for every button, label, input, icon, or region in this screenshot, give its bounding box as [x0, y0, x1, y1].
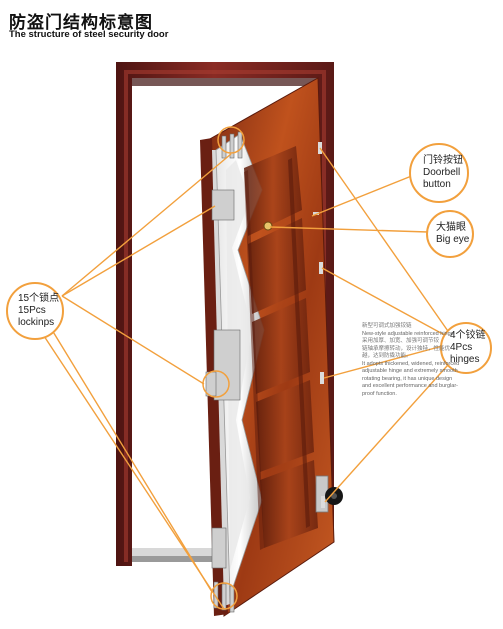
callout-big-eye: 大猫眼 Big eye: [426, 210, 474, 258]
note-line-4: 链轴承摩擦转动，设计独特，性能优: [362, 345, 451, 352]
note-line-8: rotating bearing, it has unique design: [362, 375, 453, 382]
note-line-7: adjustable hinge and extremely smooth: [362, 368, 458, 374]
callout-hinges: 4个铰链 4Pcs hinges: [440, 322, 492, 374]
callout-big-eye-en: Big eye: [436, 234, 470, 245]
note-line-2: New-style adjustable reinforced hinge: [362, 330, 454, 337]
note-line-3: 采用加厚、加宽、加强可调节铰: [362, 338, 440, 344]
callout-lock-points-en1: 15Pcs: [18, 305, 46, 316]
callout-doorbell-en1: Doorbell: [423, 167, 461, 178]
callout-hinges-en2: hinges: [450, 354, 480, 365]
note-line-5: 越，达到防撬功能。: [362, 353, 412, 359]
callout-doorbell: 门铃按钮 Doorbell button: [409, 143, 469, 203]
lock-mechanism: [205, 131, 243, 613]
callout-doorbell-cn: 门铃按钮: [423, 155, 463, 166]
page-title: 防盗门结构标意图: [9, 13, 153, 32]
callout-hinges-en1: 4Pcs: [450, 342, 473, 353]
note-line-6: It adopts thickened, widened, reinforced: [362, 360, 460, 367]
callout-lock-points-cn: 15个锁点: [18, 293, 60, 304]
callout-lock-points: 15个锁点 15Pcs lockinps: [6, 282, 64, 340]
note-line-1: 新型可调式加强铰链: [362, 323, 412, 329]
peephole: [263, 221, 273, 231]
callout-lock-points-en2: lockinps: [18, 317, 55, 328]
door-frame: [116, 62, 334, 566]
page-subtitle: The structure of steel security door: [9, 29, 169, 40]
callout-hinges-cn: 4个铰链: [450, 330, 486, 341]
doorbell-button-part: [313, 212, 319, 215]
callout-big-eye-cn: 大猫眼: [436, 222, 466, 233]
note-line-10: proof function.: [362, 390, 397, 397]
leader-lines: [43, 147, 457, 610]
hinge-description: 新型可调式加强铰链 New-style adjustable reinforce…: [362, 323, 484, 398]
callout-doorbell-en2: button: [423, 179, 451, 190]
note-line-9: and excellent performance and burglar-: [362, 383, 459, 389]
